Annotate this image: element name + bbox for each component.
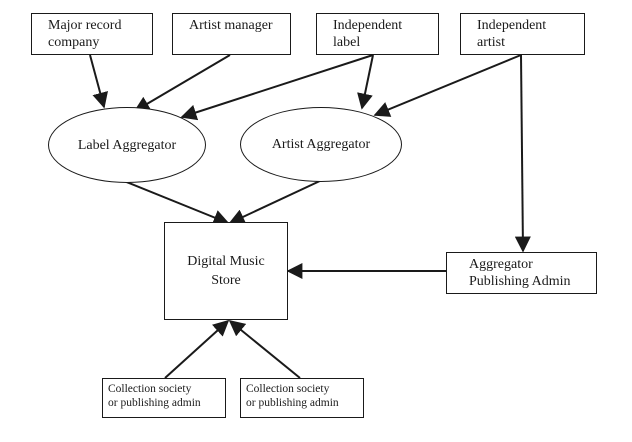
node-independent-label: Independent label	[316, 13, 439, 55]
node-independent-artist: Independent artist	[460, 13, 585, 55]
node-collection-society-1-label: Collection society or publishing admin	[108, 383, 201, 409]
node-independent-label-label: Independent label	[333, 18, 403, 50]
edge-collection-1-to-store	[164, 319, 230, 379]
edge-artist-manager-to-label-aggregator	[133, 54, 231, 112]
node-label-aggregator: Label Aggregator	[48, 107, 206, 183]
node-aggregator-publishing-admin-label: Aggregator Publishing Admin	[469, 257, 571, 289]
node-digital-music-store: Digital Music Store	[164, 222, 288, 320]
node-major-record-company-label: Major record company	[48, 18, 122, 50]
node-artist-aggregator: Artist Aggregator	[240, 107, 402, 182]
node-major-record-company: Major record company	[31, 13, 153, 55]
node-digital-music-store-label: Digital Music Store	[187, 254, 265, 288]
node-collection-society-2: Collection society or publishing admin	[240, 378, 364, 418]
edge-independent-label-to-label-aggregator	[180, 54, 374, 121]
edge-independent-label-to-artist-aggregator	[357, 54, 374, 110]
node-independent-artist-label: Independent artist	[477, 18, 547, 50]
edge-label-aggregator-to-store	[123, 180, 230, 226]
edge-independent-artist-to-publishing-admin	[514, 54, 531, 253]
edge-major-to-label-aggregator	[89, 54, 108, 109]
node-label-aggregator-label: Label Aggregator	[77, 137, 177, 153]
node-artist-manager: Artist manager	[172, 13, 291, 55]
node-collection-society-2-label: Collection society or publishing admin	[246, 383, 339, 409]
edge-artist-aggregator-to-store	[228, 179, 323, 225]
node-aggregator-publishing-admin: Aggregator Publishing Admin	[446, 252, 597, 294]
node-collection-society-1: Collection society or publishing admin	[102, 378, 226, 418]
edge-collection-2-to-store	[228, 319, 301, 379]
edge-independent-artist-to-artist-aggregator	[373, 54, 522, 117]
node-artist-manager-label: Artist manager	[189, 18, 273, 33]
node-artist-aggregator-label: Artist Aggregator	[271, 137, 371, 152]
